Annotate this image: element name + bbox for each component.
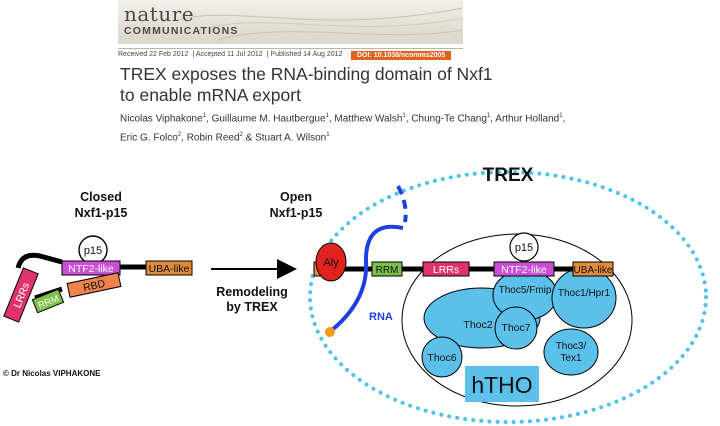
closed-rbd-domain: RBD	[66, 272, 122, 298]
journal-banner: nature COMMUNICATIONS	[118, 0, 463, 44]
closed-uba-label: UBA-like	[149, 263, 190, 275]
open-uba-label: UBA-like	[574, 265, 613, 276]
author: Chung-Te Chang	[411, 113, 487, 125]
rna-5prime-cap	[325, 327, 335, 337]
thoc6-label: Thoc6	[427, 352, 456, 364]
author: Robin Reed	[186, 132, 240, 144]
open-p15-label: p15	[515, 242, 533, 254]
open-lrrs-label: LRRs	[433, 264, 459, 276]
htho-label-box	[465, 366, 539, 402]
affiliation-mark: 1	[202, 113, 206, 119]
closed-label-2: Nxf1-p15	[75, 206, 128, 220]
htho-label: hTHO	[471, 372, 532, 398]
closed-ntf2-domain	[61, 260, 121, 276]
closed-backbone	[15, 252, 63, 269]
authors-line-2: Eric G. Folco2, Robin Reed2 & Stuart A. …	[120, 132, 330, 144]
open-p15	[509, 232, 539, 262]
thoc6-subunit	[421, 336, 463, 378]
doi-badge: DOI: 10.1038/ncomms2005	[351, 51, 452, 60]
thoc7-subunit	[494, 306, 538, 350]
remodeling-label-1: Remodeling	[216, 285, 288, 299]
thoc5-label: Thoc5/Fmip	[499, 285, 552, 296]
affiliation-mark: 1	[486, 113, 491, 119]
affiliation-mark: 2	[239, 132, 243, 139]
thoc3-label-1: Thoc3/	[556, 341, 587, 352]
author: Guillaume M. Hautbergue	[211, 113, 326, 125]
rna-strand-dashed	[396, 185, 408, 223]
open-lrrs-domain	[422, 261, 470, 277]
published-date: Published 14 Aug 2012	[270, 51, 343, 58]
journal-logo-nature: nature	[124, 2, 195, 26]
closed-label-1: Closed	[80, 190, 122, 204]
open-uba-domain	[572, 261, 614, 277]
open-label-1: Open	[280, 190, 312, 204]
open-ntf2-domain	[493, 261, 555, 277]
aly-label: Aly	[323, 257, 339, 269]
thoc7-label: Thoc7	[501, 322, 530, 334]
author: Eric G. Folco	[120, 132, 178, 144]
closed-p15-label: p15	[84, 245, 102, 257]
thoc3-label-2: Tex1	[560, 353, 582, 364]
closed-uba-domain	[145, 260, 193, 276]
publication-dates: Received 22 Feb 2012| Accepted 11 Jul 20…	[118, 48, 463, 61]
author: Nicolas Viphakone	[120, 113, 203, 125]
journal-logo-communications: COMMUNICATIONS	[124, 25, 239, 37]
affiliation-mark: 1	[559, 113, 563, 119]
htho-complex-outline	[401, 233, 633, 407]
remodeling-label-2: by TREX	[226, 300, 278, 314]
thoc2-label: Thoc2	[463, 319, 492, 331]
accepted-date: Accepted 11 Jul 2012	[195, 51, 263, 58]
trex-complex-outline	[308, 170, 708, 424]
paper-title-line-2: to enable mRNA export	[120, 85, 301, 105]
open-rrm-domain	[371, 261, 403, 277]
closed-rbd-label: RBD	[82, 278, 107, 294]
affiliation-mark: 1	[325, 113, 329, 119]
open-ntf2-label: NTF2-like	[501, 264, 547, 276]
received-date: Received 22 Feb 2012	[118, 51, 189, 58]
thoc3-subunit	[543, 328, 599, 376]
open-label-2: Nxf1-p15	[270, 206, 323, 220]
affiliation-mark: 2	[177, 132, 182, 139]
closed-lrrs-domain: LRRs	[3, 267, 39, 323]
closed-ntf2-label: NTF2-like	[68, 263, 114, 275]
authors-line-1: Nicolas Viphakone1, Guillaume M. Hautber…	[120, 113, 566, 125]
banner-waves	[177, 7, 463, 41]
paper-title: TREX exposes the RNA-binding domain of N…	[120, 64, 680, 106]
thoc1-label: Thoc1/Hpr1	[558, 288, 611, 299]
paper-title-line-1: TREX exposes the RNA-binding domain of N…	[120, 64, 493, 84]
copyright-credit: © Dr Nicolas VIPHAKONE	[3, 369, 101, 378]
affiliation-mark: 1	[326, 132, 330, 139]
aly-protein	[315, 242, 347, 282]
trex-label: TREX	[483, 165, 534, 186]
affiliation-mark: 1	[402, 113, 406, 119]
author: Arthur Holland	[495, 113, 560, 125]
author: Matthew Walsh	[334, 113, 403, 125]
author: Stuart A. Wilson	[255, 132, 327, 144]
rna-strand	[330, 224, 404, 332]
open-rrm-label: RRM	[376, 265, 399, 276]
rna-label: RNA	[369, 311, 393, 323]
author-list: Nicolas Viphakone1, Guillaume M. Hautber…	[120, 108, 580, 147]
